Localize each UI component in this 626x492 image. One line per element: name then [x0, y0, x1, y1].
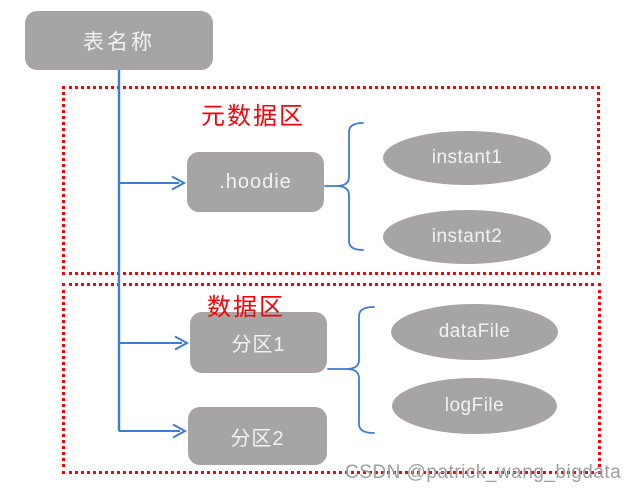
arrowhead-partition2 [172, 423, 188, 439]
node-instant1: instant1 [383, 131, 551, 185]
node-datafile: dataFile [391, 304, 558, 360]
node-partition2: 分区2 [188, 407, 327, 465]
brace-metadata [324, 122, 364, 251]
arrowhead-hoodie [171, 175, 187, 191]
data-region-label: 数据区 [207, 294, 285, 321]
node-table-name: 表名称 [25, 11, 213, 70]
metadata-region-label: 元数据区 [201, 103, 305, 130]
node-logfile: logFile [392, 378, 557, 434]
node-instant2: instant2 [383, 210, 551, 264]
node-hoodie: .hoodie [187, 152, 324, 212]
node-partition1: 分区1 [190, 312, 327, 373]
data-region-border [62, 283, 601, 474]
watermark-text: CSDN @patrick_wang_bigdata [345, 462, 622, 483]
metadata-region-border [62, 86, 600, 275]
brace-data [327, 306, 375, 434]
arrowhead-partition1 [174, 335, 190, 351]
